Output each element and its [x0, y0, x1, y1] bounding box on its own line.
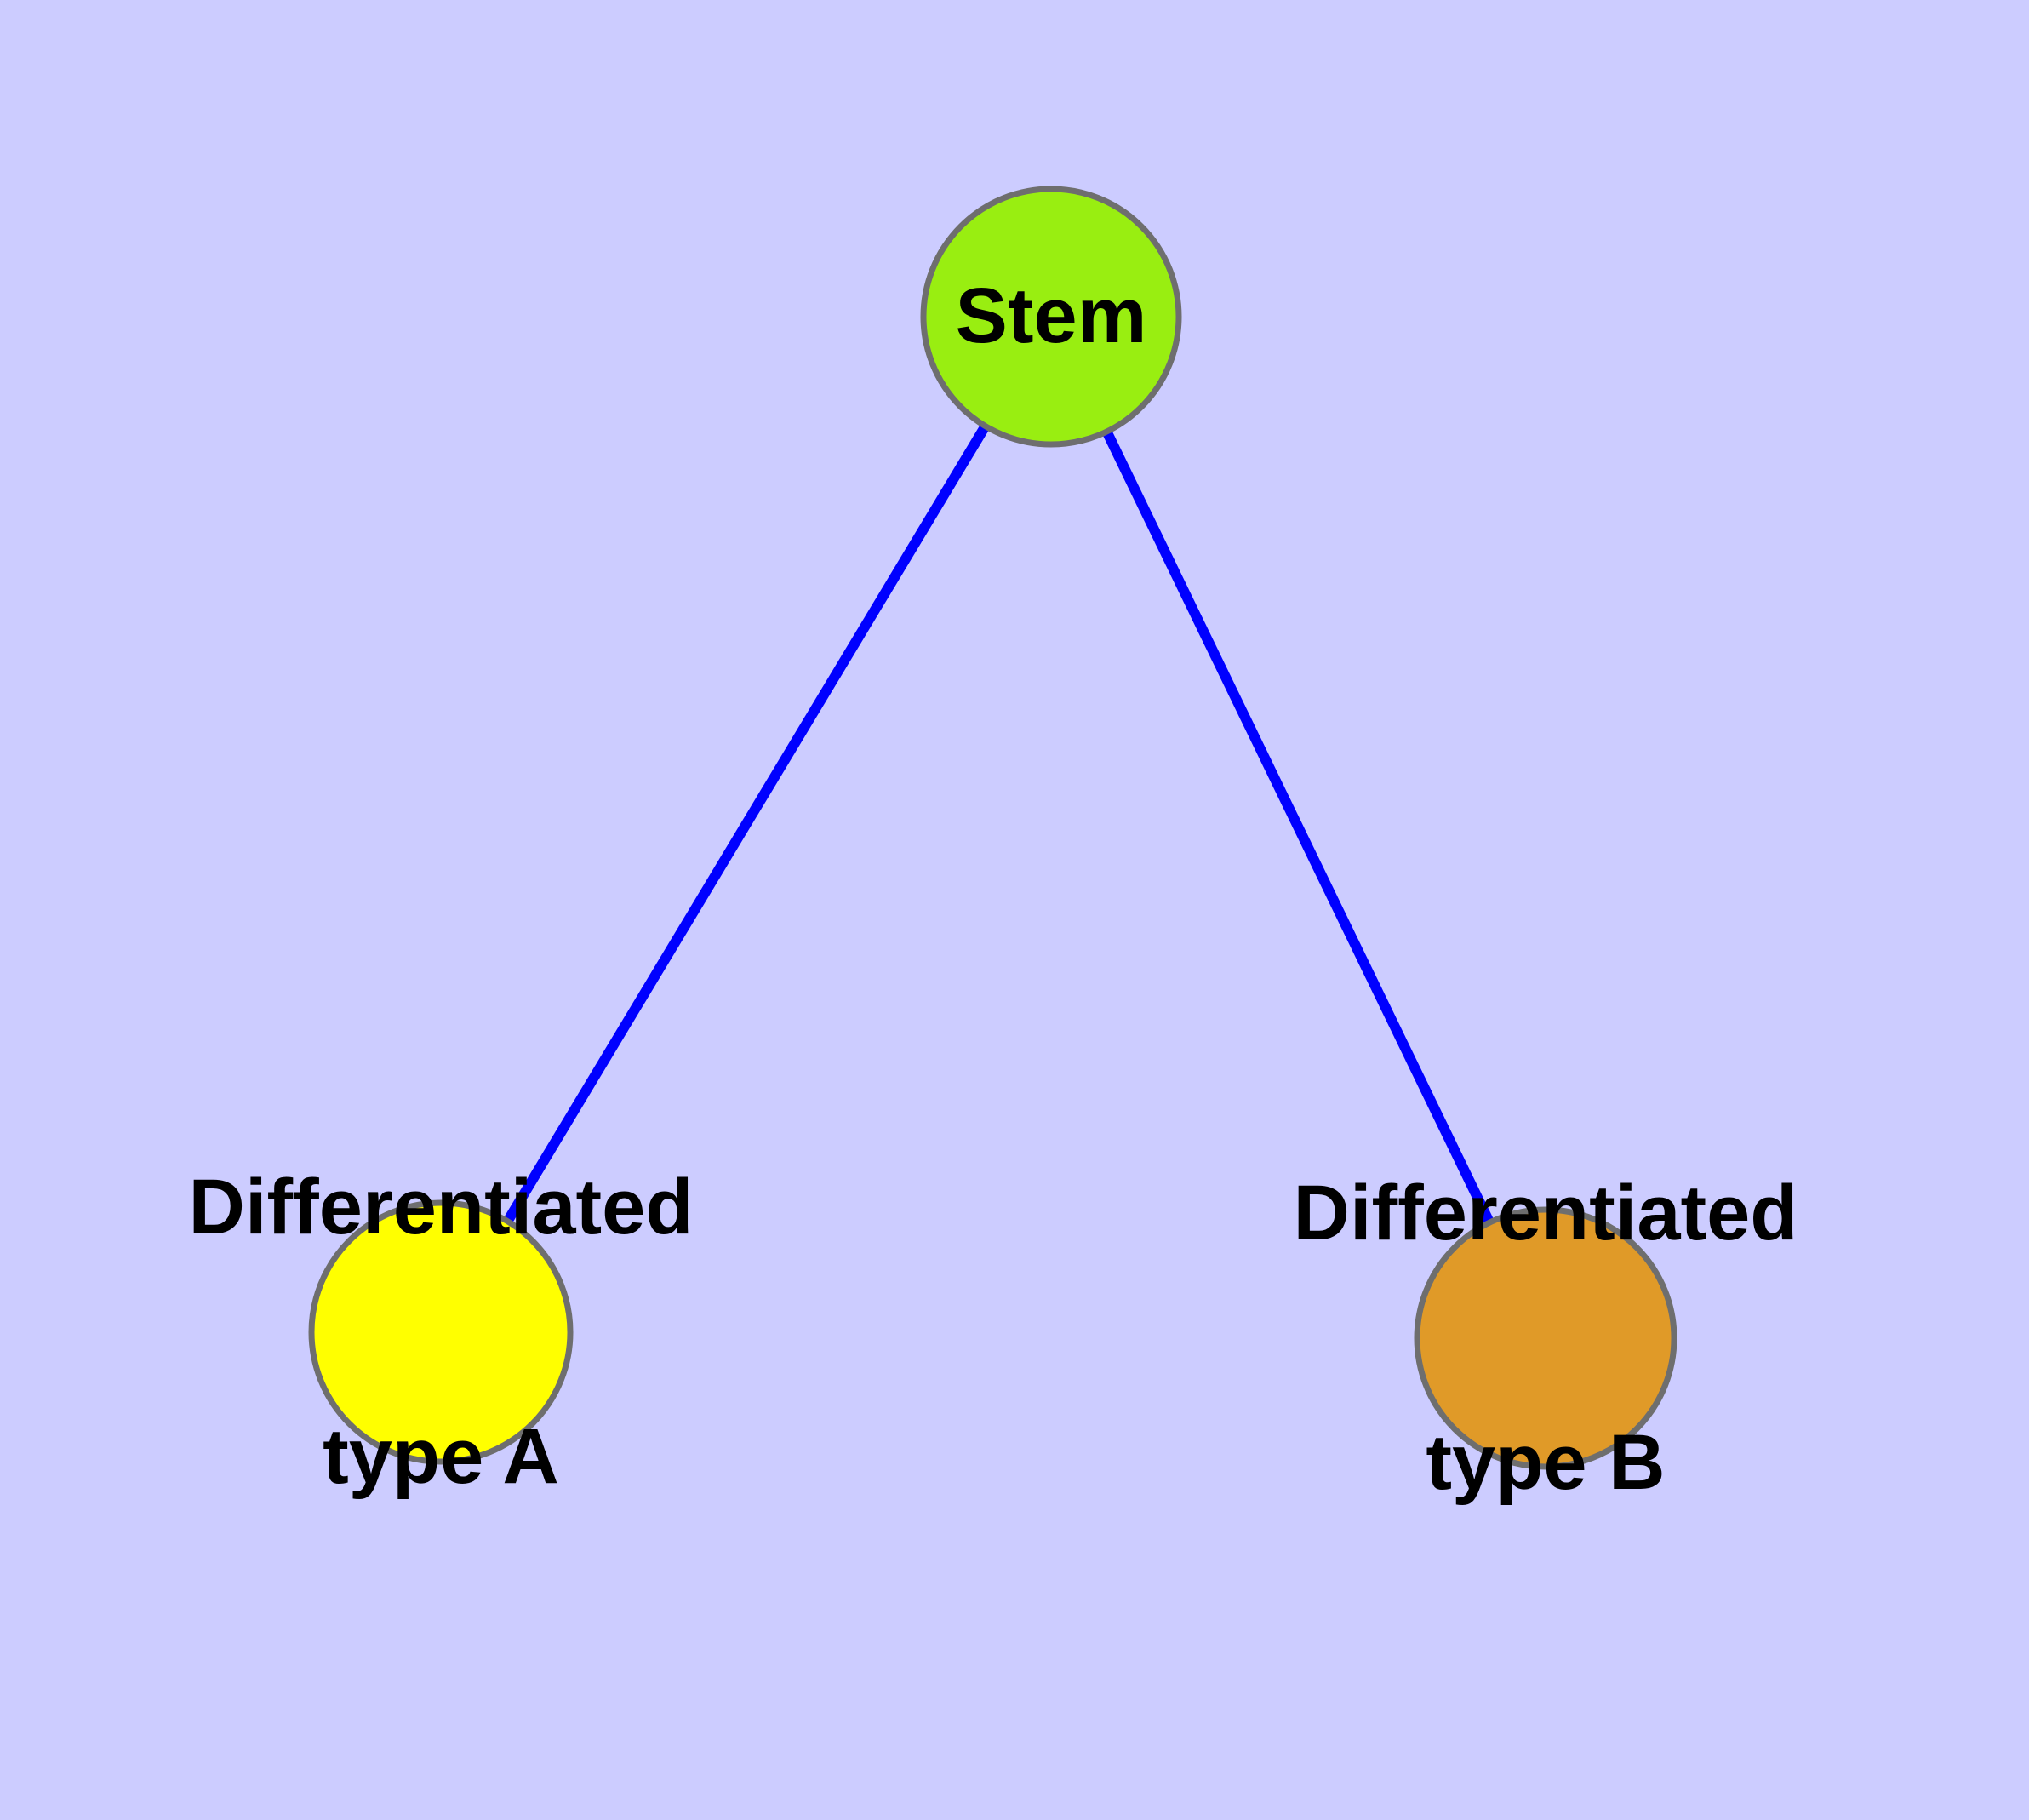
- node-differentiated-type-a[interactable]: [308, 1199, 574, 1465]
- node-stem[interactable]: [920, 186, 1182, 448]
- edge-stem-to-differentiated-a[interactable]: [503, 423, 990, 1224]
- edge-stem-to-differentiated-b[interactable]: [1101, 429, 1495, 1225]
- edge-layer: [503, 423, 1495, 1225]
- node-differentiated-type-b[interactable]: [1414, 1206, 1677, 1470]
- node-layer: [308, 186, 1677, 1470]
